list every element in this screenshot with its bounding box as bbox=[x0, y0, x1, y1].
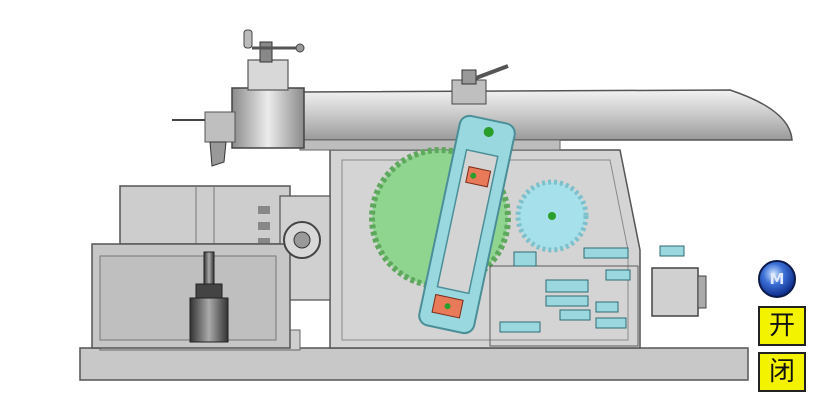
motor-cap bbox=[697, 275, 707, 309]
table-saddle bbox=[119, 185, 291, 245]
close-button[interactable]: 闭 bbox=[758, 352, 806, 392]
ram-clamp-lever bbox=[475, 64, 509, 80]
handwheel-hub bbox=[293, 231, 311, 249]
rocker-crank-block bbox=[465, 166, 492, 188]
indicator-glyph: M bbox=[769, 270, 785, 288]
cutting-tool bbox=[209, 141, 227, 167]
gearbox-schematic bbox=[489, 245, 685, 347]
ram bbox=[299, 89, 793, 141]
drive-motor bbox=[651, 267, 699, 317]
machine-base bbox=[79, 347, 749, 381]
open-button[interactable]: 开 bbox=[758, 306, 806, 346]
t-slot-c bbox=[258, 238, 270, 246]
t-slot-a bbox=[258, 206, 270, 214]
tool-holder bbox=[204, 111, 236, 143]
ram-clamp-post bbox=[461, 69, 477, 85]
status-indicator-lamp[interactable]: M bbox=[758, 260, 796, 298]
tool-head-rib bbox=[247, 59, 289, 91]
tool-post bbox=[259, 41, 273, 63]
screw-column bbox=[189, 297, 229, 343]
downfeed-knob bbox=[295, 43, 305, 53]
rocker-arm bbox=[418, 114, 516, 335]
column-inner-line bbox=[341, 159, 629, 341]
pinion-hub bbox=[548, 212, 556, 220]
knee-window bbox=[99, 255, 277, 341]
tool-head-body bbox=[231, 87, 305, 149]
downfeed-handle bbox=[243, 29, 253, 49]
t-slot-b bbox=[258, 222, 270, 230]
